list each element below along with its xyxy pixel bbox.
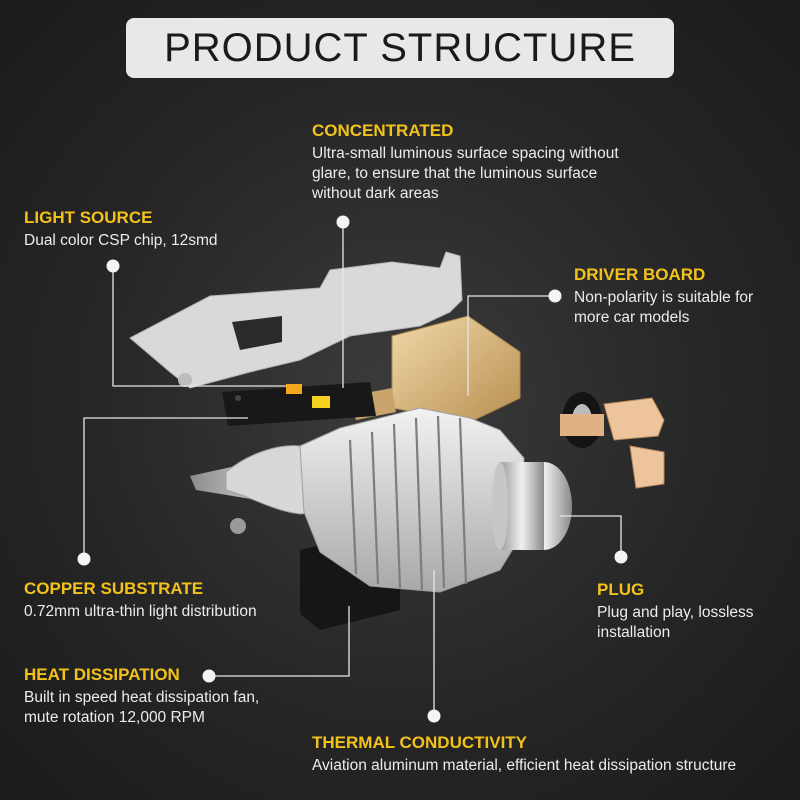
- light-source-heading: LIGHT SOURCE: [24, 208, 153, 227]
- leader-dots: [77, 215, 628, 723]
- plug-text-line: installation: [597, 624, 671, 641]
- title-banner: PRODUCT STRUCTURE: [126, 18, 674, 78]
- page-title: PRODUCT STRUCTURE: [164, 25, 636, 70]
- thermal-conductivity-heading: THERMAL CONDUCTIVITY: [312, 733, 528, 752]
- plug-heading: PLUG: [597, 580, 645, 599]
- light-source-text-line: Dual color CSP chip, 12smd: [24, 232, 218, 249]
- concentrated-callout: CONCENTRATED Ultra-small luminous surfac…: [312, 121, 619, 204]
- light-source-callout: LIGHT SOURCE Dual color CSP chip, 12smd: [24, 208, 218, 251]
- thermal-conductivity-text-line: Aviation aluminum material, efficient he…: [312, 757, 737, 774]
- copper-substrate-callout: COPPER SUBSTRATE 0.72mm ultra-thin light…: [24, 579, 257, 622]
- plug-connector: [560, 392, 665, 489]
- plug-callout: PLUG Plug and play, lossless installatio…: [597, 580, 754, 643]
- heat-dissipation-text-line: Built in speed heat dissipation fan,: [24, 689, 260, 706]
- concentrated-text-line: glare, to ensure that the luminous surfa…: [312, 165, 598, 182]
- thermal-conductivity-callout: THERMAL CONDUCTIVITY Aviation aluminum m…: [312, 733, 736, 776]
- leader-lines: [83, 222, 622, 716]
- led-chip-board: [222, 382, 376, 426]
- copper-substrate-heading: COPPER SUBSTRATE: [24, 579, 204, 598]
- heat-dissipation-heading: HEAT DISSIPATION: [24, 665, 180, 684]
- driver-board-heading: DRIVER BOARD: [574, 265, 706, 284]
- concentrated-text-line: without dark areas: [312, 185, 439, 202]
- driver-board-callout: DRIVER BOARD Non-polarity is suitable fo…: [574, 265, 753, 328]
- concentrated-heading: CONCENTRATED: [312, 121, 454, 140]
- driver-board: [391, 315, 521, 423]
- upper-bracket: [129, 251, 463, 389]
- driver-board-text-line: more car models: [574, 309, 690, 326]
- plug-text-line: Plug and play, lossless: [597, 604, 754, 621]
- heat-dissipation-text-line: mute rotation 12,000 RPM: [24, 709, 205, 726]
- heat-dissipation-callout: HEAT DISSIPATION Built in speed heat dis…: [24, 665, 259, 728]
- driver-board-text-line: Non-polarity is suitable for: [574, 289, 754, 306]
- copper-substrate-text-line: 0.72mm ultra-thin light distribution: [24, 603, 257, 620]
- concentrated-text-line: Ultra-small luminous surface spacing wit…: [312, 145, 619, 162]
